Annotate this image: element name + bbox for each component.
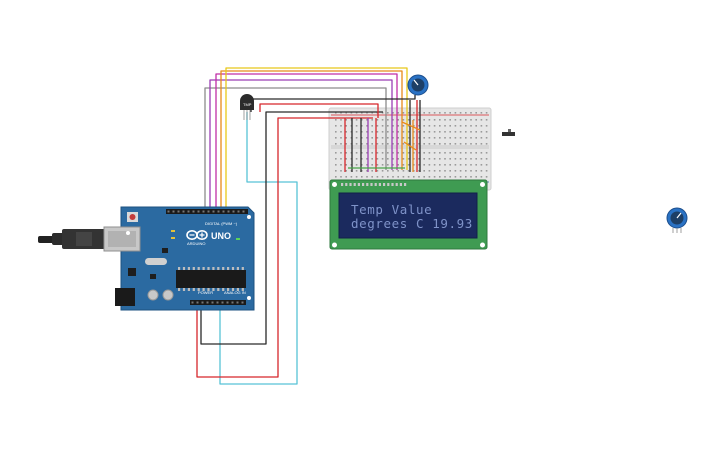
lcd-module[interactable]: Temp Value degrees C 19.93 bbox=[329, 179, 488, 250]
chip-pins bbox=[178, 267, 244, 291]
analog-label: ANALOG IN bbox=[224, 290, 246, 295]
wire-purple bbox=[209, 79, 393, 210]
digital-label: DIGITAL (PWM ~) bbox=[205, 221, 238, 226]
power-label: POWER bbox=[198, 290, 213, 295]
usb-cable bbox=[38, 229, 110, 249]
slide-switch[interactable] bbox=[502, 129, 515, 136]
wire-yellow bbox=[225, 67, 408, 210]
lcd-pin-header bbox=[341, 183, 407, 186]
lcd-line-2: degrees C 19.93 bbox=[351, 216, 473, 231]
lcd-screen bbox=[338, 192, 478, 239]
sensor-label: TMP bbox=[243, 102, 252, 107]
potentiometer[interactable] bbox=[407, 74, 429, 96]
wire-red-pot bbox=[259, 103, 379, 118]
wire-gray bbox=[204, 87, 387, 210]
lcd-line-1: Temp Value bbox=[351, 202, 432, 217]
wires bbox=[196, 67, 421, 385]
temperature-sensor[interactable]: TMP bbox=[240, 94, 254, 120]
board-model: UNO bbox=[211, 231, 231, 241]
wire-magenta bbox=[215, 73, 398, 210]
wire-black bbox=[200, 111, 383, 345]
potentiometer-loose[interactable] bbox=[666, 207, 688, 233]
wire-orange bbox=[220, 70, 403, 210]
pin-headers bbox=[166, 209, 248, 305]
board-brand: ARDUINO bbox=[187, 241, 205, 246]
wire-cyan bbox=[219, 112, 298, 385]
arduino-uno[interactable]: UNO ARDUINO DIGITAL (PWM ~) POWER ANALOG… bbox=[38, 206, 255, 311]
wire-red bbox=[196, 117, 373, 378]
arduino-logo: UNO ARDUINO bbox=[186, 230, 231, 246]
